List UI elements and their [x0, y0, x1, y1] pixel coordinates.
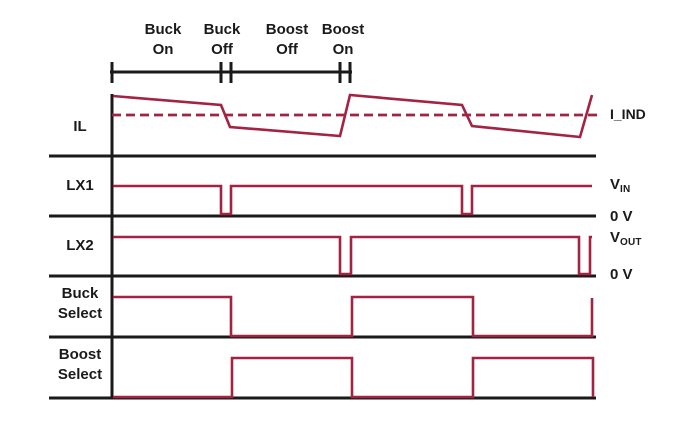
row-label-line1: Buck: [61, 285, 99, 302]
level-label-i-ind: I_IND: [610, 106, 646, 122]
level-label-0v-lx2: 0 V: [610, 266, 633, 283]
row-label-lx1: LX1: [66, 177, 94, 194]
signal-waveforms: [112, 93, 602, 399]
phase-label-line1: Boost: [265, 21, 309, 38]
phase-label-line2: Off: [276, 41, 298, 58]
row-label-lx2: LX2: [66, 237, 94, 254]
row-label-line2: Select: [57, 366, 103, 383]
waveform-boost_select: [113, 356, 595, 399]
phase-label-buck-on: Buck On: [145, 20, 182, 60]
vin-main: V: [610, 176, 621, 193]
row-label-line1: Boost: [58, 346, 102, 363]
vin-subscript: IN: [620, 184, 631, 195]
axis-lines: [49, 62, 596, 400]
waveform-lx1: [113, 184, 592, 216]
waveform-buck_select: [113, 295, 594, 338]
phase-label-buck-off: Buck Off: [204, 20, 241, 60]
phase-label-line1: Buck: [144, 21, 182, 38]
phase-label-boost-off: Boost Off: [266, 20, 309, 60]
phase-label-line2: On: [332, 41, 354, 58]
row-label-line2: Select: [57, 305, 103, 322]
vout-main: V: [610, 229, 621, 246]
phase-label-line2: Off: [211, 41, 233, 58]
phase-label-boost-on: Boost On: [322, 20, 365, 60]
waveform-il: [112, 93, 594, 139]
phase-label-line2: On: [152, 41, 174, 58]
level-label-0v-lx1: 0 V: [610, 208, 633, 225]
row-label-buck-select: Buck Select: [49, 284, 111, 324]
phase-label-line1: Boost: [321, 21, 365, 38]
level-label-vout: VOUT: [610, 229, 642, 251]
phase-label-line1: Buck: [203, 21, 241, 38]
waveform-lx2: [113, 235, 592, 276]
row-label-boost-select: Boost Select: [49, 345, 111, 385]
row-label-il: IL: [73, 118, 87, 135]
vout-subscript: OUT: [620, 237, 642, 248]
level-label-vin: VIN: [610, 176, 630, 198]
